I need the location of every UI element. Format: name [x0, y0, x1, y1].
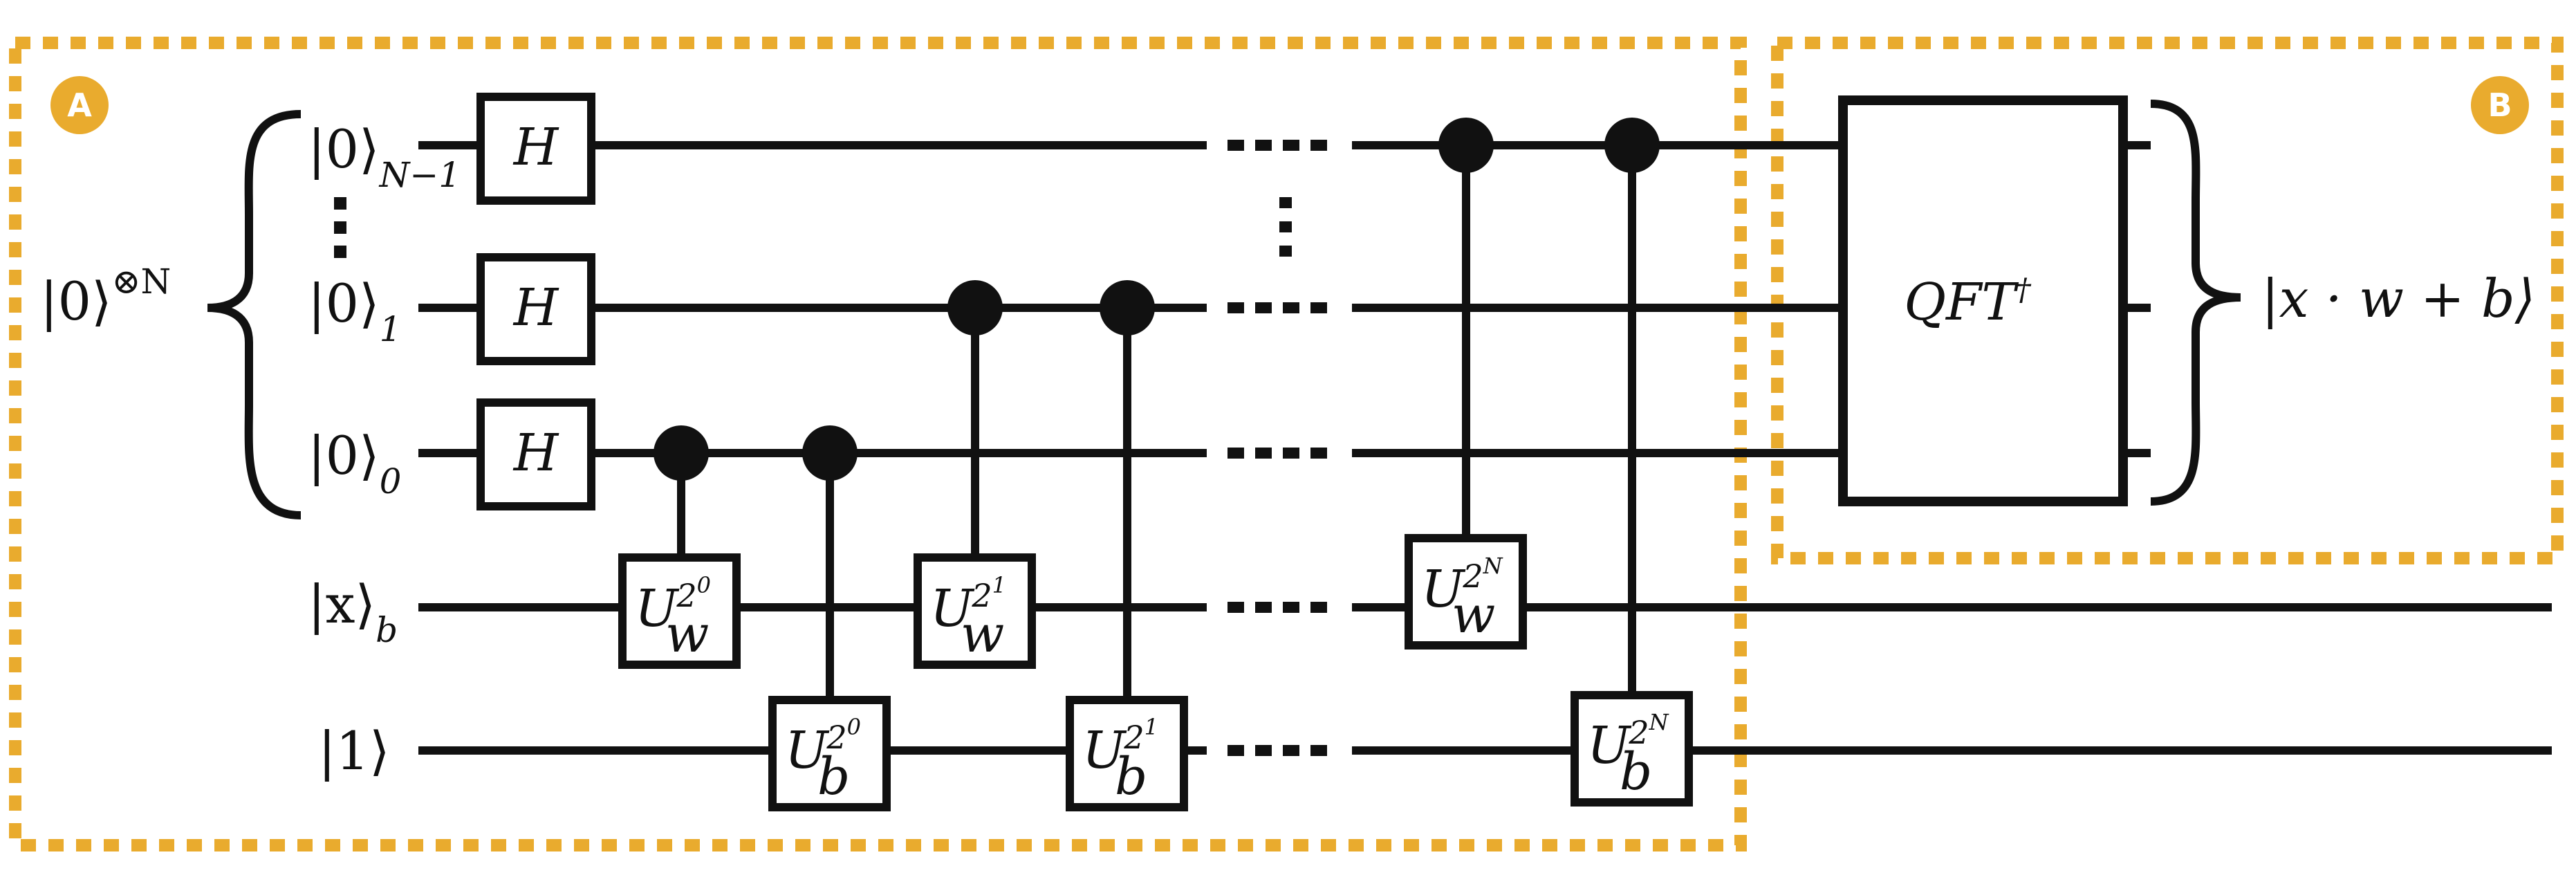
gate-uw-2-n: U2N w	[1405, 534, 1527, 650]
svg-text:w: w	[961, 605, 1004, 664]
gate-ub-2-1: U21 b	[1066, 696, 1188, 811]
svg-text:w: w	[1452, 585, 1495, 645]
horizontal-ellipses	[1227, 140, 1327, 756]
control-dot-qn-ubn	[1604, 118, 1660, 173]
svg-text:U21: U21	[930, 572, 1006, 638]
region-b-boundary	[1771, 37, 2564, 564]
qubit-label-one: |1⟩	[318, 720, 390, 782]
svg-text:H: H	[512, 278, 559, 338]
svg-text:QFT†: QFT†	[1904, 273, 2031, 332]
control-dot-q0-uw0	[654, 425, 709, 481]
svg-text:b: b	[1620, 742, 1652, 802]
svg-text:U21: U21	[1082, 714, 1158, 780]
qubit-label-x: |x⟩b	[308, 573, 398, 650]
svg-text:w: w	[665, 605, 709, 664]
vertical-ellipsis-left	[334, 197, 346, 258]
register-label: |0⟩⊗N	[40, 261, 171, 332]
hadamard-gate-n-minus-1: H	[476, 93, 595, 205]
region-a-badge: A	[50, 76, 109, 134]
output-label: |x · w + b⟩	[2261, 268, 2535, 329]
gate-ub-2-n: U2N b	[1570, 691, 1693, 807]
hadamard-gate-0: H	[476, 398, 595, 510]
qubit-label-0: |0⟩0	[308, 425, 401, 501]
qubit-label-n-minus-1: |0⟩N−1	[308, 118, 461, 195]
gate-uw-2-0: U20 w	[618, 553, 741, 669]
svg-text:B: B	[2487, 86, 2512, 124]
svg-text:U2N: U2N	[1587, 709, 1669, 775]
qft-inverse-gate: QFT†	[1838, 95, 2128, 506]
control-dot-q1-uw1	[947, 280, 1003, 335]
register-brace	[207, 110, 302, 519]
svg-text:A: A	[67, 86, 92, 124]
svg-text:b: b	[817, 747, 850, 807]
control-dot-qn-uwn	[1438, 118, 1494, 173]
hadamard-gate-1: H	[476, 253, 595, 365]
region-a-boundary	[9, 37, 1747, 851]
region-b-badge: B	[2471, 76, 2529, 134]
svg-text:U2N: U2N	[1421, 553, 1503, 619]
svg-text:H: H	[512, 118, 559, 177]
control-dot-q1-ub1	[1100, 280, 1155, 335]
control-lines	[677, 145, 1636, 702]
output-brace	[2150, 100, 2241, 506]
gate-uw-2-1: U21 w	[914, 553, 1036, 669]
svg-text:U20: U20	[785, 714, 861, 780]
svg-text:H: H	[512, 423, 559, 483]
qubit-label-1: |0⟩1	[308, 273, 401, 349]
gate-ub-2-0: U20 b	[768, 696, 891, 811]
svg-text:b: b	[1115, 747, 1147, 807]
control-dot-q0-ub0	[802, 425, 858, 481]
svg-text:U20: U20	[635, 572, 711, 638]
vertical-ellipsis-middle	[1279, 197, 1292, 257]
